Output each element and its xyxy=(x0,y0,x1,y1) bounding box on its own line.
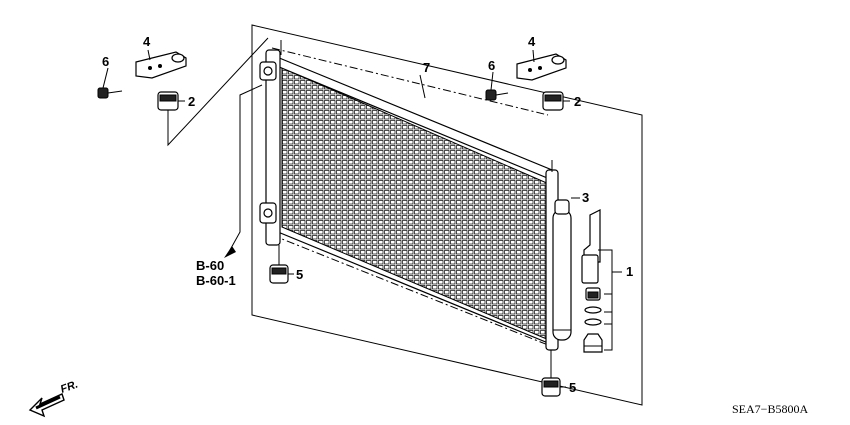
leader-left-ref xyxy=(229,84,263,251)
front-direction-label: FR. xyxy=(59,378,80,395)
lower-cushion-left xyxy=(269,245,289,284)
bolt-right xyxy=(485,89,509,101)
upper-mount-left xyxy=(259,61,277,81)
diagram-code: SEA7−B5800A xyxy=(732,402,808,416)
callout-1: 1 xyxy=(626,264,633,279)
callout-4-left: 4 xyxy=(143,34,151,49)
callout-5-left: 5 xyxy=(296,267,303,282)
front-direction-arrow-icon xyxy=(28,393,65,418)
leader-left-bracket xyxy=(167,37,269,147)
callout-3: 3 xyxy=(582,190,589,205)
assembly-line-bottom xyxy=(271,234,549,346)
receiver-dryer xyxy=(552,199,572,341)
bolt-left xyxy=(97,87,123,99)
callout-5-right: 5 xyxy=(569,380,576,395)
o-ring-1 xyxy=(584,306,602,314)
callout-6-left: 6 xyxy=(102,54,109,69)
arrow-ref xyxy=(224,246,236,258)
o-ring-2 xyxy=(584,318,602,326)
reference-b60[interactable]: B-60 xyxy=(196,258,224,273)
bracket-left xyxy=(135,51,187,79)
lower-cushion-right xyxy=(541,350,561,397)
callout-4-right: 4 xyxy=(528,34,536,49)
bracket-right xyxy=(516,53,567,81)
cushion-right xyxy=(542,91,564,111)
cushion-left xyxy=(157,91,179,111)
callout-7: 7 xyxy=(423,60,430,75)
callout-2-left: 2 xyxy=(188,94,195,109)
desiccant-kit xyxy=(581,209,622,353)
lower-mount-left xyxy=(259,202,277,224)
reference-b60-1[interactable]: B-60-1 xyxy=(196,273,236,288)
condenser-core xyxy=(259,40,559,351)
callout-6-right: 6 xyxy=(488,58,495,73)
callout-2-right: 2 xyxy=(574,94,581,109)
exploded-view-frame xyxy=(251,24,643,406)
cap xyxy=(583,333,603,353)
assembly-line-top xyxy=(271,47,549,116)
plug xyxy=(585,287,601,301)
